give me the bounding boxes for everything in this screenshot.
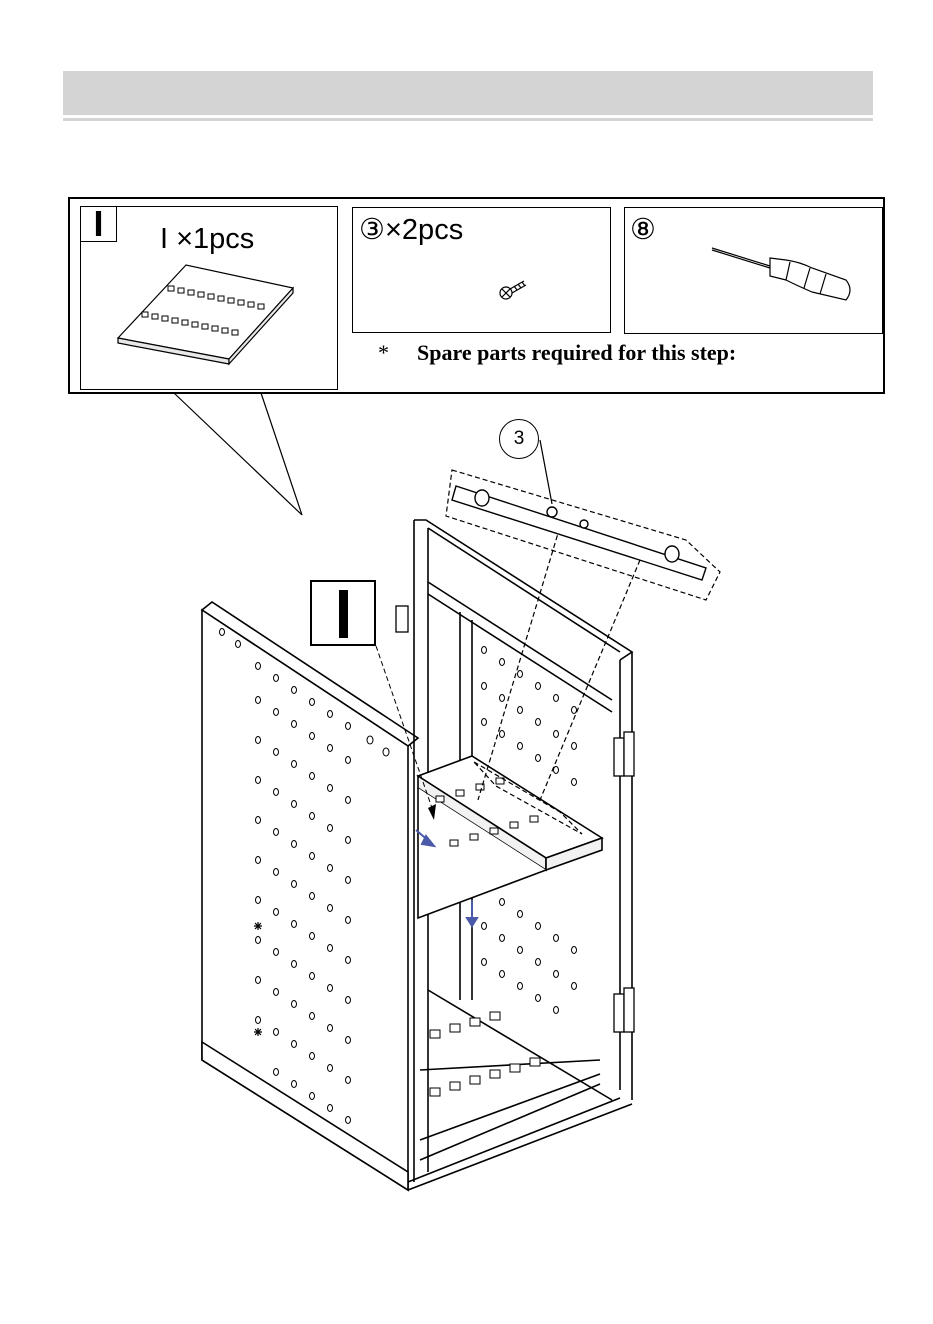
callout-number: 3: [499, 419, 539, 459]
shelf-tag-mark: [339, 590, 348, 638]
spare-parts-note: * Spare parts required for this step:: [378, 340, 736, 366]
part-tag: I: [80, 206, 117, 242]
shelf-tag: [310, 580, 376, 646]
callout-leader: [540, 440, 552, 504]
shelf-panel-icon: [118, 265, 293, 364]
note-text: Spare parts required for this step:: [417, 340, 736, 365]
callout-tail: [174, 393, 302, 515]
screwdriver-icon: [712, 248, 850, 300]
part-quantity-screw: ③×2pcs: [359, 214, 463, 246]
part-quantity-tool: ⑧: [630, 214, 656, 246]
shelf-panel: [418, 756, 602, 918]
detail-rail: [452, 486, 706, 580]
screw-icon: [500, 281, 526, 299]
note-symbol: *: [378, 340, 389, 365]
part-quantity-panel: I ×1pcs: [160, 223, 254, 255]
